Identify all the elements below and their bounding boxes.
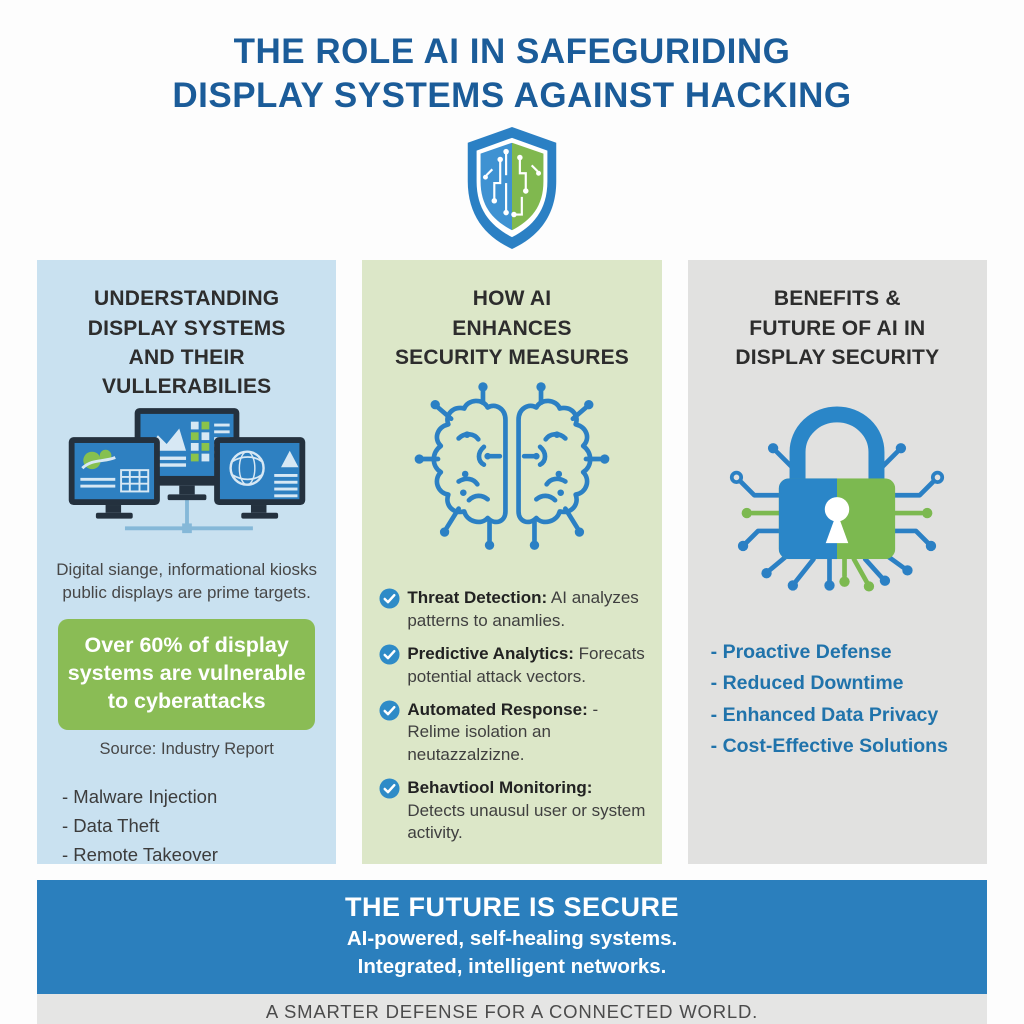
measure-label: Automated Response: [407, 699, 588, 719]
threat-list-item: - Remote Takeover [62, 843, 218, 865]
threat-list-item: - Malware Injection [62, 786, 218, 808]
brain-icon-svg [414, 380, 615, 568]
padlock-icon-svg [730, 406, 945, 592]
stat-source: Source: Industry Report [99, 740, 274, 759]
footer-tagline: A SMARTER DEFENSE FOR A CONNECTED WORLD. [37, 994, 987, 1024]
banner-line: Integrated, intelligent networks. [357, 955, 667, 979]
title-line-2: DISPLAY SYSTEMS AGAINST HACKING [172, 76, 852, 116]
benefit-item: - Reduced Downtime [710, 672, 904, 695]
measure-text: Predictive Analytics: Forecats potential… [407, 643, 646, 688]
measure-text: Behavtiool Monitoring: Detects unausul u… [407, 777, 646, 844]
padlock-circuit-icon [703, 390, 972, 597]
heading-line: BENEFITS & [773, 287, 901, 311]
panel-measures-heading: HOW AI ENHANCES SECURITY MEASURES [377, 284, 646, 380]
check-icon [379, 588, 400, 609]
measure-label: Predictive Analytics: [407, 644, 574, 664]
heading-line: SECURITY MEASURES [394, 345, 630, 369]
threat-list-item: - Data Theft [62, 815, 160, 837]
vulnerabilities-description: Digital siange, informational kiosks pub… [52, 559, 321, 605]
description-line: public displays are prime targets. [62, 582, 311, 602]
measure-item: Automated Response: -Relime isolation an… [379, 699, 646, 766]
threat-list: - Malware Injection - Data Theft - Remot… [52, 783, 321, 869]
measure-item: Threat Detection: AI analyzes patterns t… [379, 587, 646, 632]
description-line: Digital siange, informational kiosks [56, 559, 318, 579]
ai-brain-circuit-icon [377, 380, 646, 573]
check-icon [379, 700, 400, 721]
heading-line: UNDERSTANDING [93, 287, 280, 311]
stat-callout: Over 60% of display systems are vulnerab… [58, 618, 316, 731]
banner-line: AI-powered, self-healing systems. [346, 927, 678, 951]
measure-detail: -Relime isolation an neutazzalzizne. [407, 699, 599, 764]
panel-benefits-heading: BENEFITS & FUTURE OF AI IN DISPLAY SECUR… [703, 284, 972, 380]
heading-line: FUTURE OF AI IN [749, 316, 926, 340]
heading-line: DISPLAY SECURITY [735, 345, 940, 369]
monitors-network-icon [52, 402, 321, 551]
measure-text: Automated Response: -Relime isolation an… [407, 699, 646, 766]
shield-circuit-icon [453, 124, 571, 252]
heading-line: ENHANCES [452, 316, 572, 340]
title-line-1: THE ROLE AI IN SAFEGURIDING [233, 32, 791, 71]
heading-line: DISPLAY SYSTEMS [87, 316, 286, 340]
panel-vulnerabilities-heading: UNDERSTANDING DISPLAY SYSTEMS AND THEIR … [52, 284, 321, 402]
measure-item: Behavtiool Monitoring: Detects unausul u… [379, 777, 646, 844]
benefit-item: - Cost-Effective Solutions [710, 734, 948, 757]
check-icon [379, 644, 400, 665]
conclusion-banner: THE FUTURE IS SECURE AI-powered, self-he… [37, 880, 987, 995]
measure-detail: Forecats potential attack vectors. [407, 644, 645, 686]
stat-line: Over 60% of display [84, 632, 289, 657]
stat-line: to cyberattacks [107, 688, 266, 713]
measure-label: Behavtiool Monitoring: [407, 778, 593, 798]
benefits-list: - Proactive Defense - Reduced Downtime -… [703, 637, 972, 762]
panel-vulnerabilities: UNDERSTANDING DISPLAY SYSTEMS AND THEIR … [37, 260, 337, 865]
benefit-item: - Proactive Defense [710, 641, 892, 664]
content-columns: UNDERSTANDING DISPLAY SYSTEMS AND THEIR … [37, 260, 987, 865]
panel-measures: HOW AI ENHANCES SECURITY MEASURES [362, 260, 662, 865]
measure-item: Predictive Analytics: Forecats potential… [379, 643, 646, 688]
check-icon [379, 778, 400, 799]
measure-label: Threat Detection: [407, 588, 548, 608]
measure-detail: Detects unausul user or system activity. [407, 800, 646, 843]
page-title: THE ROLE AI IN SAFEGURIDING DISPLAY SYST… [0, 0, 1024, 118]
measure-detail: AI analyzes patterns to anamlies. [407, 588, 639, 630]
panel-benefits: BENEFITS & FUTURE OF AI IN DISPLAY SECUR… [687, 260, 987, 865]
benefit-item: - Enhanced Data Privacy [710, 703, 939, 726]
measure-text: Threat Detection: AI analyzes patterns t… [407, 587, 646, 632]
shield-icon-svg [467, 127, 557, 250]
banner-title: THE FUTURE IS SECURE [344, 892, 680, 923]
monitors-icon-svg [68, 407, 305, 533]
measures-list: Threat Detection: AI analyzes patterns t… [377, 587, 646, 844]
heading-line: AND THEIR VULLERABILIES [101, 345, 272, 399]
heading-line: HOW AI [472, 287, 552, 311]
stat-line: systems are vulnerable [67, 660, 306, 685]
